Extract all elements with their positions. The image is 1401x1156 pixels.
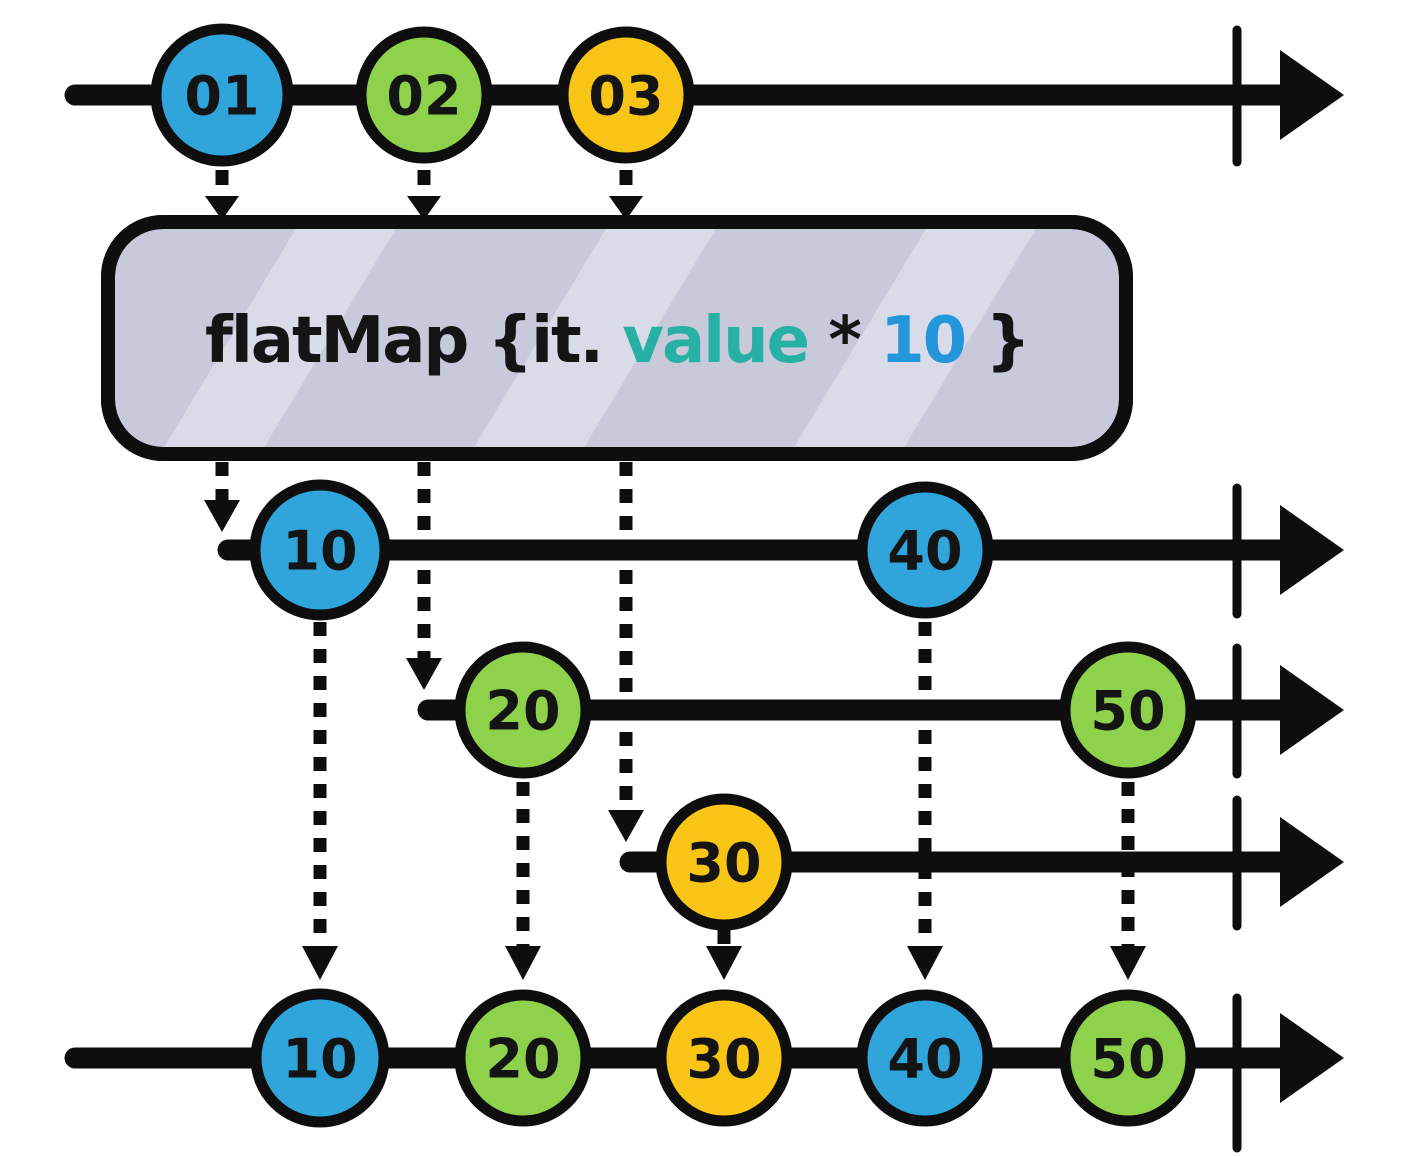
- marble-label: 02: [386, 64, 461, 127]
- operator-value-token: value: [622, 304, 808, 378]
- output-timeline-arrowhead-icon: [1280, 1013, 1344, 1103]
- marble-label: 10: [282, 519, 357, 582]
- operator-to-inner-arrows: [204, 462, 644, 842]
- operator-box: flatMap {it. value * 10 }: [101, 215, 1133, 461]
- marble-circle: [150, 23, 294, 167]
- marble-label: 50: [1090, 1027, 1165, 1090]
- operator-box-stripes: [160, 222, 1040, 454]
- source-timeline-arrowhead-icon: [1280, 50, 1344, 140]
- inner-timeline-1-arrowhead-icon: [1280, 505, 1344, 595]
- arrowhead-down-icon: [302, 946, 338, 980]
- marble-label: 40: [887, 1027, 962, 1090]
- arrowhead-down-icon: [205, 196, 239, 220]
- marble-50-output: 50: [1059, 989, 1197, 1127]
- marble-circle: [355, 26, 493, 164]
- operator-prefix: flatMap {it.: [205, 304, 602, 378]
- marble-circle: [454, 641, 592, 779]
- operator-number-token: 10: [880, 304, 965, 378]
- inner-timeline-3-arrowhead-icon: [1280, 817, 1344, 907]
- marble-label: 40: [887, 519, 962, 582]
- marble-10-output: 10: [250, 988, 390, 1128]
- marble-label: 20: [485, 1027, 560, 1090]
- arrowhead-down-icon: [204, 500, 240, 532]
- marble-circle: [655, 793, 793, 931]
- marble-label: 01: [184, 64, 259, 127]
- arrowhead-down-icon: [706, 946, 742, 980]
- inner-timeline-2-arrowhead-icon: [1280, 665, 1344, 755]
- source-timeline: 01 02 03: [64, 23, 1344, 220]
- inner-timeline-3: 30: [619, 793, 1344, 931]
- marble-10-inner: 10: [249, 479, 391, 621]
- marble-20-output: 20: [454, 989, 592, 1127]
- marble-label: 50: [1090, 679, 1165, 742]
- arrowhead-down-icon: [608, 810, 644, 842]
- arrowhead-down-icon: [407, 196, 441, 220]
- operator-middle: *: [828, 304, 880, 378]
- marble-20-inner: 20: [454, 641, 592, 779]
- marble-circle: [655, 989, 793, 1127]
- marble-02: 02: [355, 26, 493, 164]
- arrowhead-down-icon: [406, 658, 442, 690]
- inner-timeline-1: 10 40: [217, 479, 1344, 621]
- marble-circle: [557, 26, 695, 164]
- arrowhead-down-icon: [505, 946, 541, 980]
- stripe: [470, 222, 720, 454]
- operator-box-border: [101, 215, 1133, 461]
- marble-label: 30: [686, 831, 761, 894]
- arrowhead-down-icon: [1110, 946, 1146, 980]
- marble-circle: [1059, 641, 1197, 779]
- marble-circle: [856, 989, 994, 1127]
- stripe: [790, 222, 1040, 454]
- operator-suffix: }: [985, 304, 1029, 378]
- operator-label: flatMap {it. value * 10 }: [205, 304, 1029, 378]
- marble-circle: [454, 989, 592, 1127]
- stripe: [160, 222, 400, 454]
- inner-timeline-2: 20 50: [417, 641, 1344, 779]
- marble-03: 03: [557, 26, 695, 164]
- source-to-operator-arrows: [205, 170, 643, 220]
- marble-circle: [856, 481, 994, 619]
- marble-circle: [250, 988, 390, 1128]
- marble-label: 30: [686, 1027, 761, 1090]
- arrowhead-down-icon: [907, 946, 943, 980]
- marble-30-inner: 30: [655, 793, 793, 931]
- marble-40-inner: 40: [856, 481, 994, 619]
- marble-50-inner: 50: [1059, 641, 1197, 779]
- output-timeline: 10 20 30 40 50: [64, 988, 1344, 1153]
- arrowhead-down-icon: [609, 196, 643, 220]
- marble-circle: [249, 479, 391, 621]
- marble-01: 01: [150, 23, 294, 167]
- marble-label: 20: [485, 679, 560, 742]
- marble-30-output: 30: [655, 989, 793, 1127]
- marble-label: 10: [282, 1027, 357, 1090]
- marble-40-output: 40: [856, 989, 994, 1127]
- marble-circle: [1059, 989, 1197, 1127]
- marble-label: 03: [588, 64, 663, 127]
